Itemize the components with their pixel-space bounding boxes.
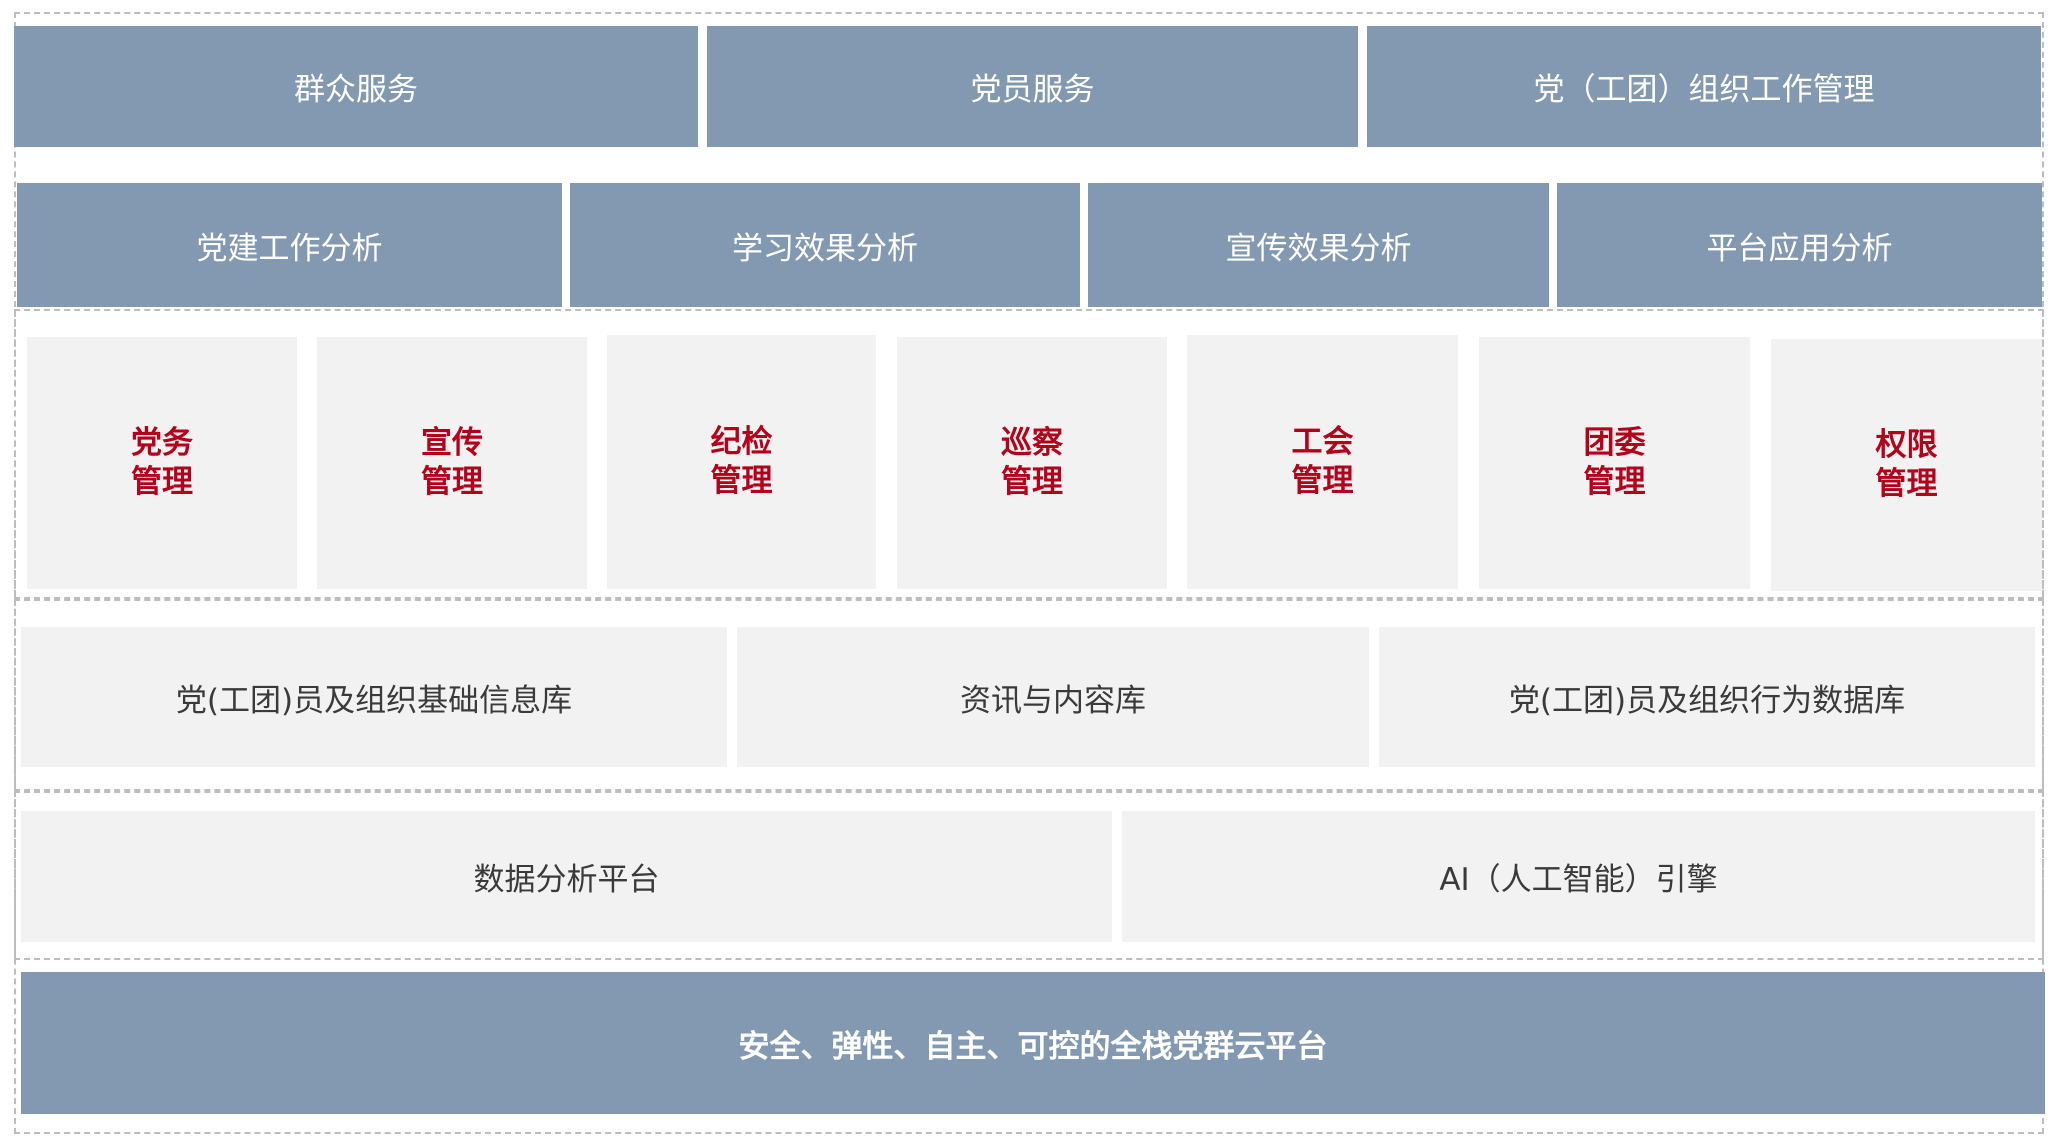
module-permissions: 权限 管理 — [1771, 339, 2042, 591]
analysis-box-publicity: 宣传效果分析 — [1088, 183, 1549, 307]
database-basic-info: 党(工团)员及组织基础信息库 — [21, 627, 727, 767]
module-label-line1: 权限 — [1875, 427, 1938, 463]
module-label-line1: 工会 — [1291, 424, 1354, 460]
analysis-label: 党建工作分析 — [196, 230, 383, 267]
engine-label: 数据分析平台 — [473, 862, 660, 898]
service-label: 党员服务 — [970, 72, 1095, 108]
engine-label: AI（人工智能）引擎 — [1439, 862, 1718, 898]
analysis-box-platform: 平台应用分析 — [1557, 183, 2042, 307]
module-label-line2: 管理 — [1001, 464, 1063, 500]
service-box-mass: 群众服务 — [14, 26, 698, 147]
module-party-affairs: 党务 管理 — [27, 337, 297, 589]
module-publicity: 宣传 管理 — [317, 337, 587, 589]
module-label-line1: 宣传 — [421, 425, 483, 461]
module-discipline: 纪检 管理 — [607, 335, 876, 589]
service-label: 党（工团）组织工作管理 — [1533, 72, 1875, 108]
base-label: 安全、弹性、自主、可控的全栈党群云平台 — [738, 1028, 1328, 1065]
module-inspection: 巡察 管理 — [897, 337, 1167, 589]
engine-data-analysis: 数据分析平台 — [21, 811, 1112, 942]
service-label: 群众服务 — [294, 72, 418, 108]
modules-frame — [14, 309, 2044, 599]
analysis-box-party-work: 党建工作分析 — [17, 183, 562, 307]
cloud-platform-base: 安全、弹性、自主、可控的全栈党群云平台 — [21, 972, 2045, 1114]
database-label: 资讯与内容库 — [960, 682, 1146, 719]
service-box-organization: 党（工团）组织工作管理 — [1367, 26, 2041, 147]
module-label-line1: 党务 — [131, 425, 193, 461]
database-content: 资讯与内容库 — [737, 627, 1369, 767]
analysis-box-learning: 学习效果分析 — [570, 183, 1080, 307]
module-labor-union: 工会 管理 — [1187, 335, 1458, 589]
module-label-line2: 管理 — [1583, 464, 1646, 500]
module-label-line2: 管理 — [421, 464, 483, 500]
module-label-line1: 纪检 — [710, 424, 773, 460]
database-behavior: 党(工团)员及组织行为数据库 — [1379, 627, 2035, 767]
analysis-label: 宣传效果分析 — [1225, 230, 1412, 267]
module-label-line2: 管理 — [710, 463, 773, 499]
module-youth-league: 团委 管理 — [1479, 337, 1750, 589]
module-label-line1: 巡察 — [1001, 425, 1063, 461]
module-label-line2: 管理 — [1291, 463, 1354, 499]
engines-frame — [14, 791, 2044, 960]
database-label: 党(工团)员及组织行为数据库 — [1508, 682, 1906, 719]
database-label: 党(工团)员及组织基础信息库 — [175, 682, 573, 719]
module-label-line1: 团委 — [1583, 425, 1646, 461]
analysis-label: 平台应用分析 — [1706, 230, 1893, 267]
databases-frame — [14, 599, 2044, 791]
module-label-line2: 管理 — [131, 464, 193, 500]
module-label-line2: 管理 — [1875, 466, 1938, 502]
analysis-label: 学习效果分析 — [732, 230, 918, 267]
service-box-member: 党员服务 — [707, 26, 1358, 147]
engine-ai: AI（人工智能）引擎 — [1122, 811, 2035, 942]
